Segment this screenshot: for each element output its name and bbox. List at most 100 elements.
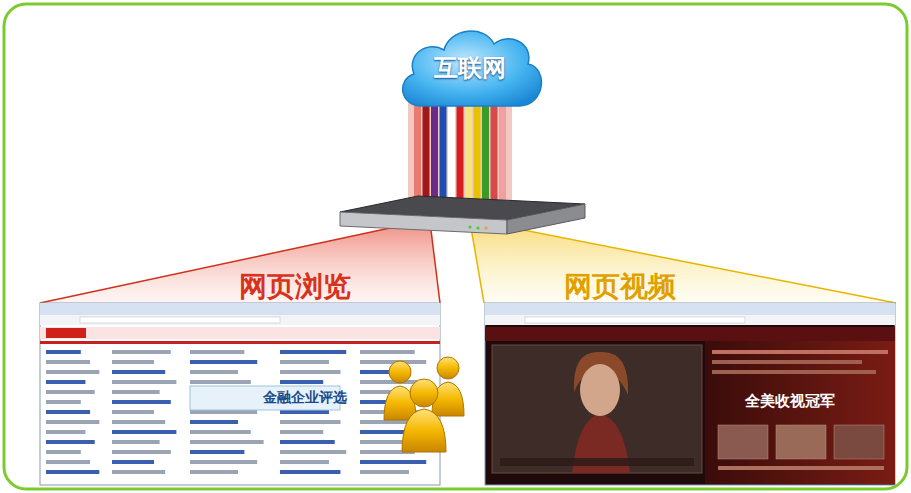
thumbnail [718, 425, 768, 459]
link-row [46, 390, 95, 394]
title-bar [40, 303, 440, 315]
thumbnail [834, 425, 884, 459]
page-header [40, 327, 440, 339]
link-row [46, 460, 90, 464]
screenshot-panel: 网页浏览金融企业评选 [40, 268, 440, 485]
device-led [476, 226, 479, 229]
link-rows [46, 350, 426, 474]
stripe [440, 104, 447, 210]
stripe [474, 104, 481, 210]
link-row [190, 370, 238, 374]
people-icon [402, 409, 446, 452]
stripe [457, 104, 464, 210]
link-row [46, 400, 81, 404]
link-row [280, 420, 340, 424]
beam-edge [430, 222, 440, 303]
text-row [712, 360, 862, 364]
link-row [190, 470, 238, 474]
link-row [112, 350, 171, 354]
cloud-node: 互联网 [392, 18, 548, 118]
text-row [718, 466, 884, 470]
device-led [484, 226, 487, 229]
stripe [491, 104, 498, 210]
link-row [360, 350, 415, 354]
link-row [112, 460, 154, 464]
link-row [190, 410, 257, 414]
beam-edge [40, 222, 418, 303]
address-bar [80, 317, 280, 323]
nav-band [40, 341, 440, 344]
video-figure [580, 364, 620, 416]
side-panel [705, 341, 895, 484]
link-row [360, 460, 426, 464]
link-row [46, 370, 99, 374]
link-row [280, 360, 329, 364]
video-caption: 全美收视冠军 [745, 392, 835, 410]
cloud-shape [403, 31, 542, 106]
device-side [507, 204, 585, 234]
beam-edge [470, 222, 484, 303]
stripe [448, 104, 455, 210]
link-row [112, 390, 160, 394]
text-row [712, 370, 876, 374]
device-front [340, 212, 507, 234]
people-icon [410, 379, 438, 407]
link-row [46, 360, 90, 364]
link-row [112, 470, 165, 474]
link-row [46, 420, 99, 424]
link-row [280, 380, 323, 384]
cloud-label: 互联网 [434, 54, 506, 83]
link-row [280, 460, 329, 464]
tool-bar [485, 315, 895, 325]
panel-heading: 网页视频 [564, 270, 676, 304]
link-row [190, 380, 251, 384]
browser-window [40, 303, 440, 485]
link-row [280, 470, 340, 474]
link-row [360, 470, 409, 474]
link-row [190, 450, 244, 454]
link-row [112, 400, 171, 404]
link-row [112, 410, 154, 414]
stripe [482, 104, 489, 210]
link-row [190, 420, 238, 424]
link-row [112, 420, 165, 424]
browser-window [485, 303, 895, 485]
link-row [46, 350, 81, 354]
link-row [46, 380, 85, 384]
link-row [190, 440, 264, 444]
link-row [280, 350, 346, 354]
link-row [360, 380, 420, 384]
link-row [46, 470, 99, 474]
thumbnail [776, 425, 826, 459]
link-row [280, 410, 329, 414]
screenshot-panel: 网页视频全美收视冠军 [485, 268, 895, 485]
title-bar [485, 303, 895, 315]
link-row [360, 440, 403, 444]
link-row [46, 440, 95, 444]
link-row [46, 410, 90, 414]
stripe [431, 104, 438, 210]
link-row [190, 350, 244, 354]
link-row [112, 450, 171, 454]
stripe [423, 104, 430, 210]
address-bar [525, 317, 745, 323]
panel-border [4, 4, 907, 489]
link-row [112, 430, 176, 434]
people-icon [437, 357, 459, 379]
stripe [414, 104, 421, 210]
link-row [280, 430, 323, 434]
link-row [190, 360, 257, 364]
site-logo [46, 328, 86, 338]
red-beam [40, 222, 440, 303]
link-row [280, 450, 346, 454]
link-row [360, 420, 409, 424]
panel-heading: 网页浏览 [239, 270, 351, 304]
link-row [46, 450, 81, 454]
stripe [499, 104, 506, 210]
people-icon [389, 361, 411, 383]
link-row [280, 440, 335, 444]
link-row [112, 440, 160, 444]
page-header [485, 327, 895, 341]
banner-text: 金融企业评选 [263, 389, 347, 406]
